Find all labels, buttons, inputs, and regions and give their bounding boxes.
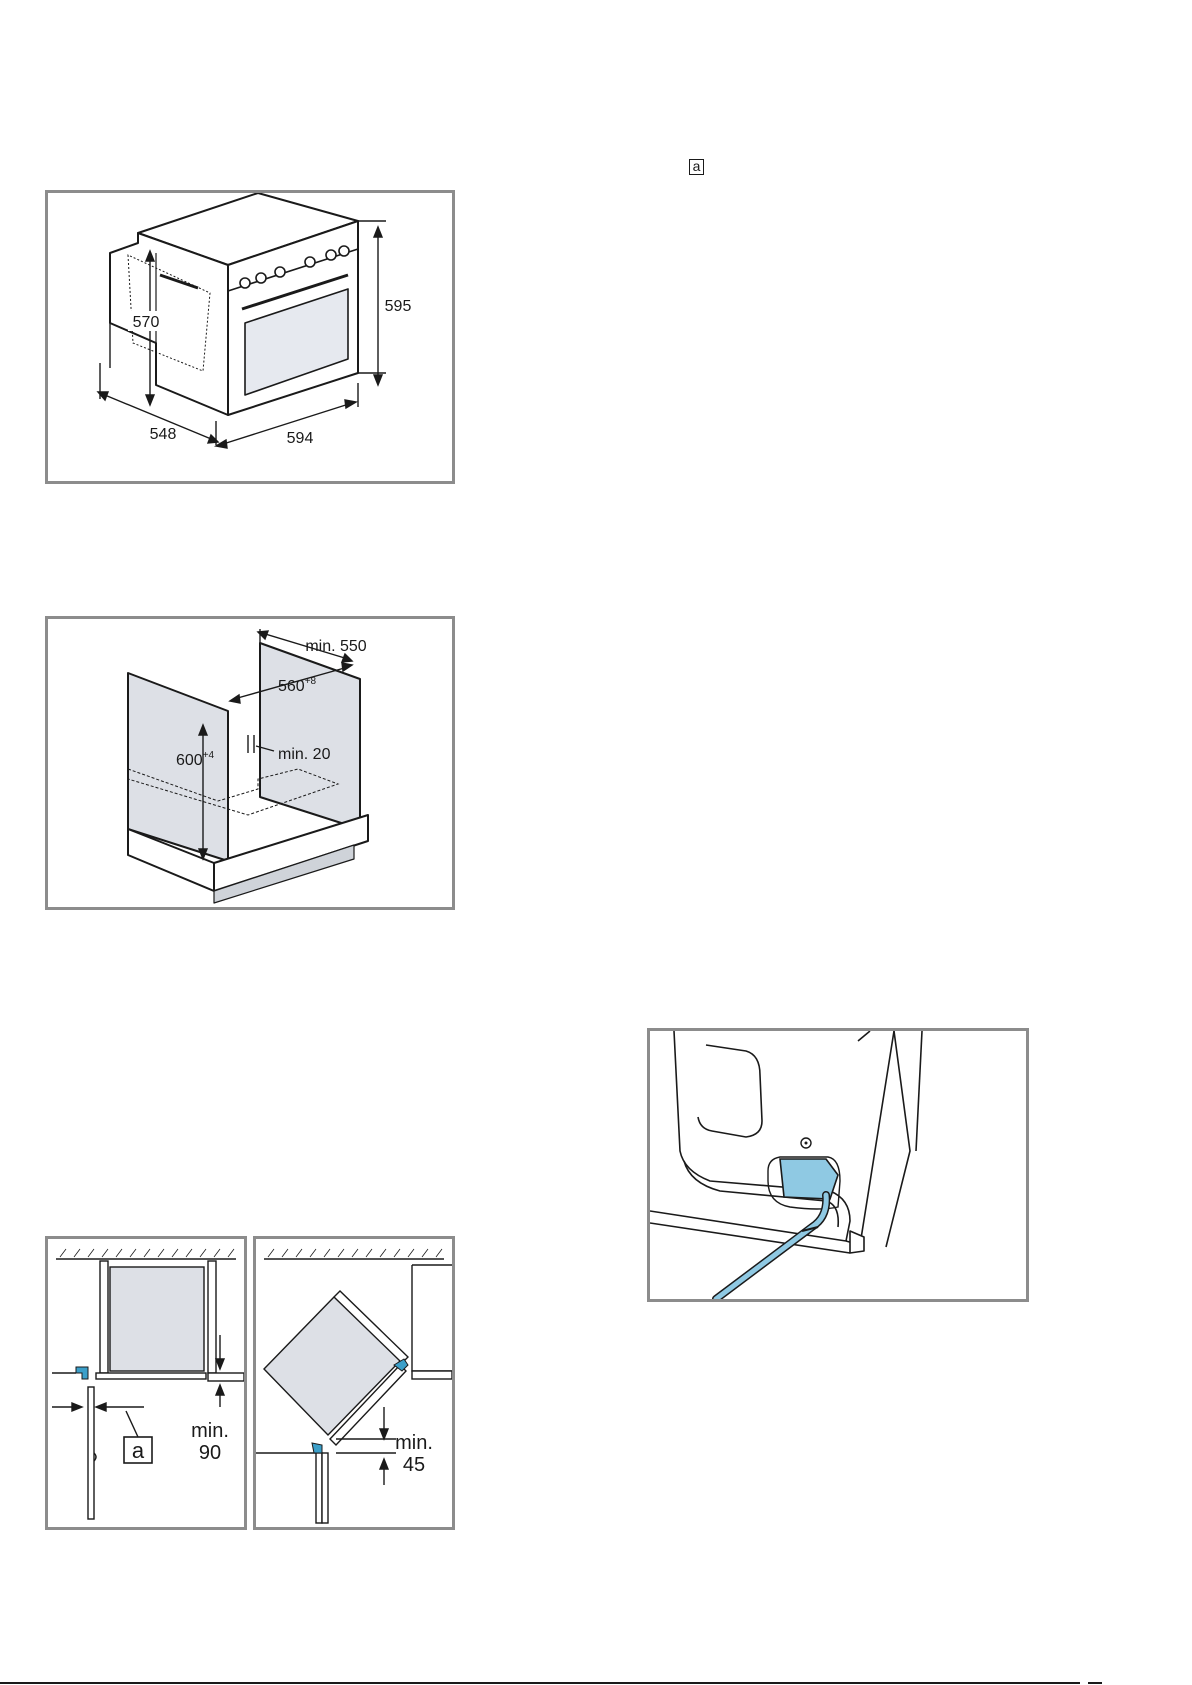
cabinet-niche-drawing: min. 550 560+8 600+4 min. 20 bbox=[48, 619, 452, 907]
knob-1 bbox=[240, 278, 250, 288]
dim-594: 594 bbox=[287, 430, 314, 447]
dim-min-550: min. 550 bbox=[305, 638, 366, 655]
page-bottom-rule bbox=[0, 1682, 1080, 1684]
knob-5 bbox=[326, 250, 336, 260]
dim-595: 595 bbox=[385, 298, 412, 315]
clearance-min-label: min. bbox=[191, 1420, 229, 1442]
angled-installation-drawing: min. 45 bbox=[256, 1239, 452, 1527]
knob-3 bbox=[275, 267, 285, 277]
figure-angled-installation: min. 45 bbox=[253, 1236, 455, 1530]
clearance-90-value: 90 bbox=[199, 1442, 221, 1464]
dim-570: 570 bbox=[133, 314, 160, 331]
clearance-45-value: 45 bbox=[403, 1454, 425, 1476]
page-bottom-tick bbox=[1088, 1682, 1102, 1684]
callout-a: a bbox=[132, 1438, 145, 1463]
oven-dimensions-drawing: 570 595 548 594 bbox=[48, 193, 452, 481]
straight-installation-drawing: a min. 90 bbox=[48, 1239, 244, 1527]
rear-connection-drawing bbox=[650, 1031, 1026, 1299]
dim-min-20: min. 20 bbox=[278, 746, 331, 763]
dim-548: 548 bbox=[150, 426, 177, 443]
clearance-min-label: min. bbox=[395, 1432, 433, 1454]
figure-oven-dimensions: 570 595 548 594 bbox=[45, 190, 455, 484]
figure-straight-installation: a min. 90 bbox=[45, 1236, 247, 1530]
figure-cabinet-niche: min. 550 560+8 600+4 min. 20 bbox=[45, 616, 455, 910]
knob-2 bbox=[256, 273, 266, 283]
knob-6 bbox=[339, 246, 349, 256]
figure-rear-connection bbox=[647, 1028, 1029, 1302]
knob-4 bbox=[305, 257, 315, 267]
callout-a-marker: a bbox=[689, 159, 704, 175]
